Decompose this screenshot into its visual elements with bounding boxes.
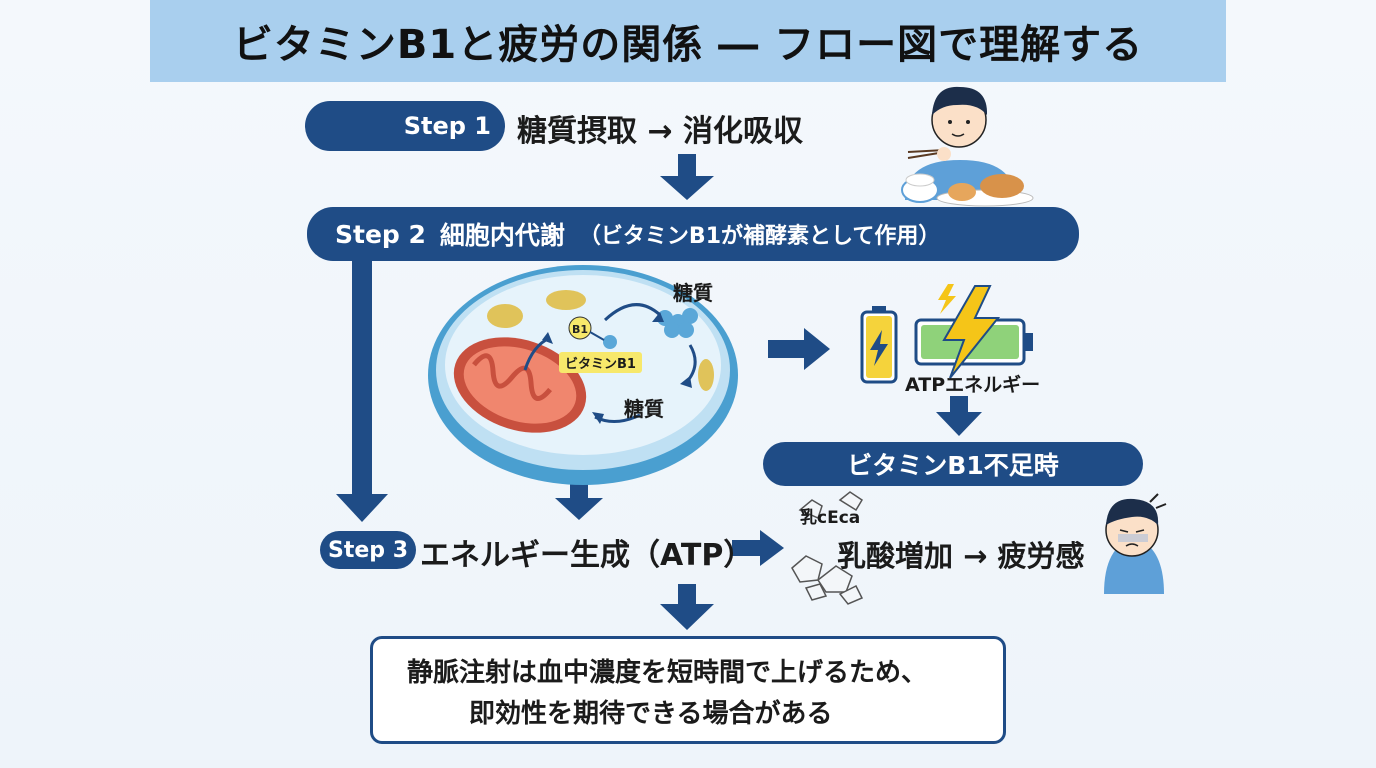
- page-title: ビタミンB1と疲労の関係 ― フロー図で理解する: [232, 22, 1144, 68]
- fatigue-result-text: 乳酸増加 → 疲労感: [837, 539, 1085, 573]
- tired-person-icon: [1104, 493, 1167, 594]
- note-line-2: 即効性を期待できる場合がある: [469, 699, 833, 729]
- arrow-down-left: [336, 260, 388, 522]
- step2-subtext: （ビタミンB1が補酵素として作用）: [578, 224, 941, 249]
- step2-badge: Step 2: [335, 219, 426, 249]
- arrow-right-cell: [768, 328, 830, 370]
- atp-energy-label: ATPエネルギー: [905, 374, 1041, 396]
- b1-tag: B1: [572, 323, 588, 336]
- battery-small-icon: [860, 306, 898, 384]
- step1-text: 糖質摂取 → 消化吸収: [517, 114, 804, 149]
- crystals-icon: [791, 491, 864, 605]
- vitamin-b1-label: ビタミンB1: [559, 352, 642, 373]
- step1-badge: Step 1: [305, 101, 505, 151]
- person-eating-icon: [901, 86, 1034, 207]
- arrow-down-atp: [936, 396, 982, 436]
- sugar-label-top: 糖質: [673, 281, 713, 305]
- step2-text: 細胞内代謝: [439, 221, 565, 250]
- note-line-1: 静脈注射は血中濃度を短時間で上げるため、: [407, 658, 928, 688]
- lactic-small-label: 乳cEca: [800, 508, 861, 528]
- arrow-right-step3: [732, 530, 784, 566]
- note-box: 静脈注射は血中濃度を短時間で上げるため、 即効性を期待できる場合がある: [370, 636, 1006, 744]
- title-bar: [150, 0, 1226, 82]
- step2-banner: Step 2 細胞内代謝 （ビタミンB1が補酵素として作用）: [307, 207, 1079, 261]
- step3-badge: Step 3: [320, 531, 416, 569]
- deficiency-badge: ビタミンB1不足時: [763, 442, 1143, 486]
- arrow-down-1: [660, 154, 714, 200]
- lightning-icon: [938, 284, 1001, 379]
- sugar-label-bottom: 糖質: [624, 397, 664, 421]
- arrow-down-cell: [555, 484, 603, 520]
- arrow-down-note: [660, 584, 714, 630]
- step3-text: エネルギー生成（ATP）: [420, 538, 754, 573]
